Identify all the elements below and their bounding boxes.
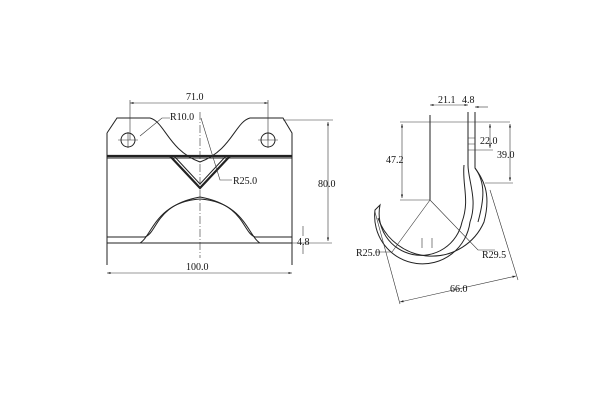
dim-straight: 39.0	[497, 150, 515, 161]
dim-hook-thickness: 4.8	[462, 95, 475, 106]
hook-profile	[374, 112, 474, 265]
dim-offset: 21.1	[438, 95, 456, 106]
dim-center-depth: 47.2	[386, 155, 404, 166]
dim-hole-spacing: 71.0	[186, 92, 204, 103]
dim-span: 66.0	[450, 284, 468, 295]
radius-outer: R29.5	[482, 250, 506, 261]
dim-thickness: 4.8	[297, 237, 310, 248]
dim-width: 100.0	[186, 262, 209, 273]
front-view: 71.0 80.0 100.0 4.8 R10.0 R25.0	[106, 92, 336, 275]
dim-height: 80.0	[318, 179, 336, 190]
dim-slot: 22.0	[480, 136, 498, 147]
radius-notch: R25.0	[233, 176, 257, 187]
lower-arch	[107, 196, 292, 238]
radius-inner: R25.0	[356, 248, 380, 259]
side-view: 21.1 4.8 47.2 22.0 39.0 R25.0 R29.5 66.0	[356, 95, 519, 305]
radius-ear: R10.0	[170, 112, 194, 123]
